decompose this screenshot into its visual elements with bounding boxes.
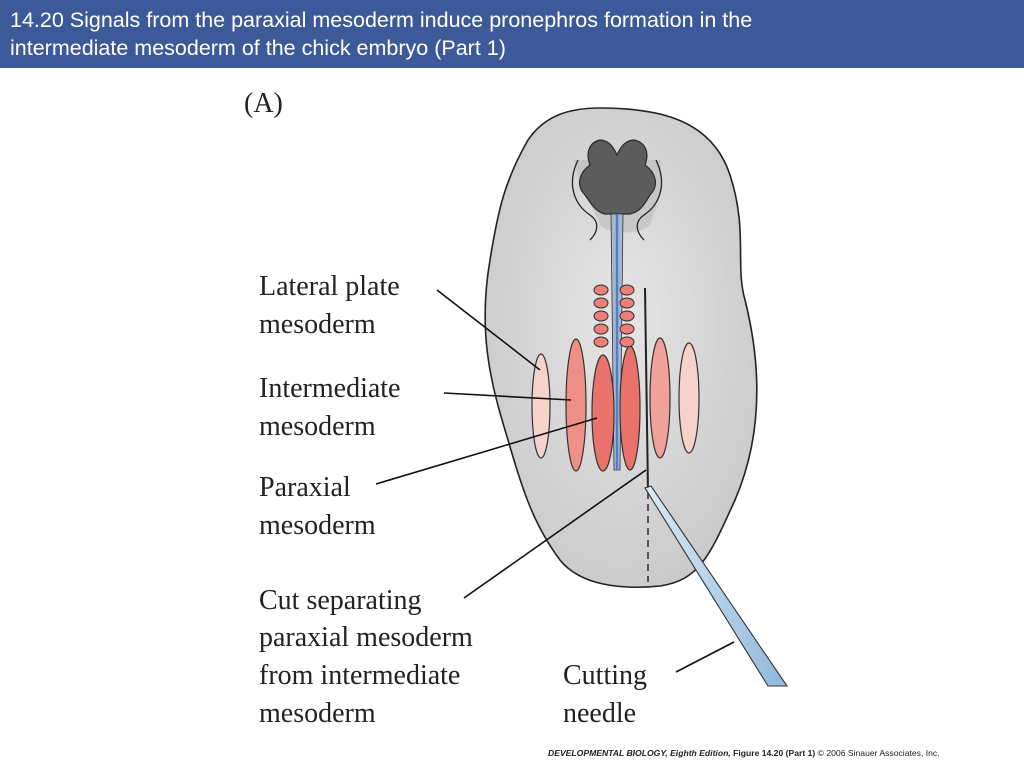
somite [619, 336, 635, 348]
somite [593, 336, 609, 348]
credit-book-title: DEVELOPMENTAL BIOLOGY, Eighth Edition, [548, 748, 731, 758]
slide-title: 14.20 Signals from the paraxial mesoderm… [10, 6, 1010, 62]
label-cut-line-3: from intermediate [259, 660, 460, 691]
head-fold-right-curve [636, 159, 663, 241]
somite [593, 323, 609, 335]
somites-left [593, 284, 609, 348]
leader-line-paraxial [375, 417, 598, 485]
slide-title-line-2: intermediate mesoderm of the chick embry… [10, 36, 506, 60]
somite [593, 297, 609, 309]
brain-region [578, 139, 657, 215]
label-needle-line-2: needle [563, 698, 636, 729]
credit-figure-ref: Figure 14.20 (Part 1) [733, 748, 816, 758]
label-intermediate-line-2: mesoderm [259, 411, 376, 442]
somite [619, 323, 635, 335]
somite [593, 310, 609, 322]
panel-label: (A) [244, 88, 283, 119]
label-cut-line-1: Cut separating [259, 585, 422, 616]
leader-line-cut [463, 469, 647, 599]
leader-line-intermediate [443, 392, 572, 401]
leader-line-needle [675, 641, 735, 673]
somite [619, 310, 635, 322]
intermediate-mesoderm-left [565, 338, 587, 472]
lateral-plate-mesoderm-right [678, 342, 700, 454]
paraxial-mesoderm-left [591, 354, 615, 472]
label-cut-line-4: mesoderm [259, 698, 376, 729]
label-lateral-plate-line-1: Lateral plate [259, 271, 400, 302]
lateral-plate-mesoderm-left [531, 353, 551, 459]
paraxial-mesoderm-right [619, 345, 641, 471]
figure-credit: DEVELOPMENTAL BIOLOGY, Eighth Edition, F… [548, 748, 988, 758]
cutting-needle [644, 485, 789, 687]
leader-line-lateral-plate [436, 289, 541, 371]
somite [619, 284, 635, 296]
label-paraxial-line-1: Paraxial [259, 472, 351, 503]
credit-copyright: © 2006 Sinauer Associates, Inc. [817, 748, 940, 758]
intermediate-mesoderm-right [649, 337, 671, 459]
label-needle-line-1: Cutting [563, 660, 647, 691]
label-lateral-plate-line-2: mesoderm [259, 309, 376, 340]
title-bar: 14.20 Signals from the paraxial mesoderm… [0, 0, 1024, 68]
slide-title-line-1: 14.20 Signals from the paraxial mesoderm… [10, 8, 753, 32]
somite [593, 284, 609, 296]
somite [619, 297, 635, 309]
cut-line [644, 287, 649, 493]
label-cut-line-2: paraxial mesoderm [259, 622, 473, 653]
somites-right [619, 284, 635, 348]
label-intermediate-line-1: Intermediate [259, 373, 400, 404]
label-paraxial-line-2: mesoderm [259, 510, 376, 541]
head-fold-left-curve [571, 159, 598, 241]
